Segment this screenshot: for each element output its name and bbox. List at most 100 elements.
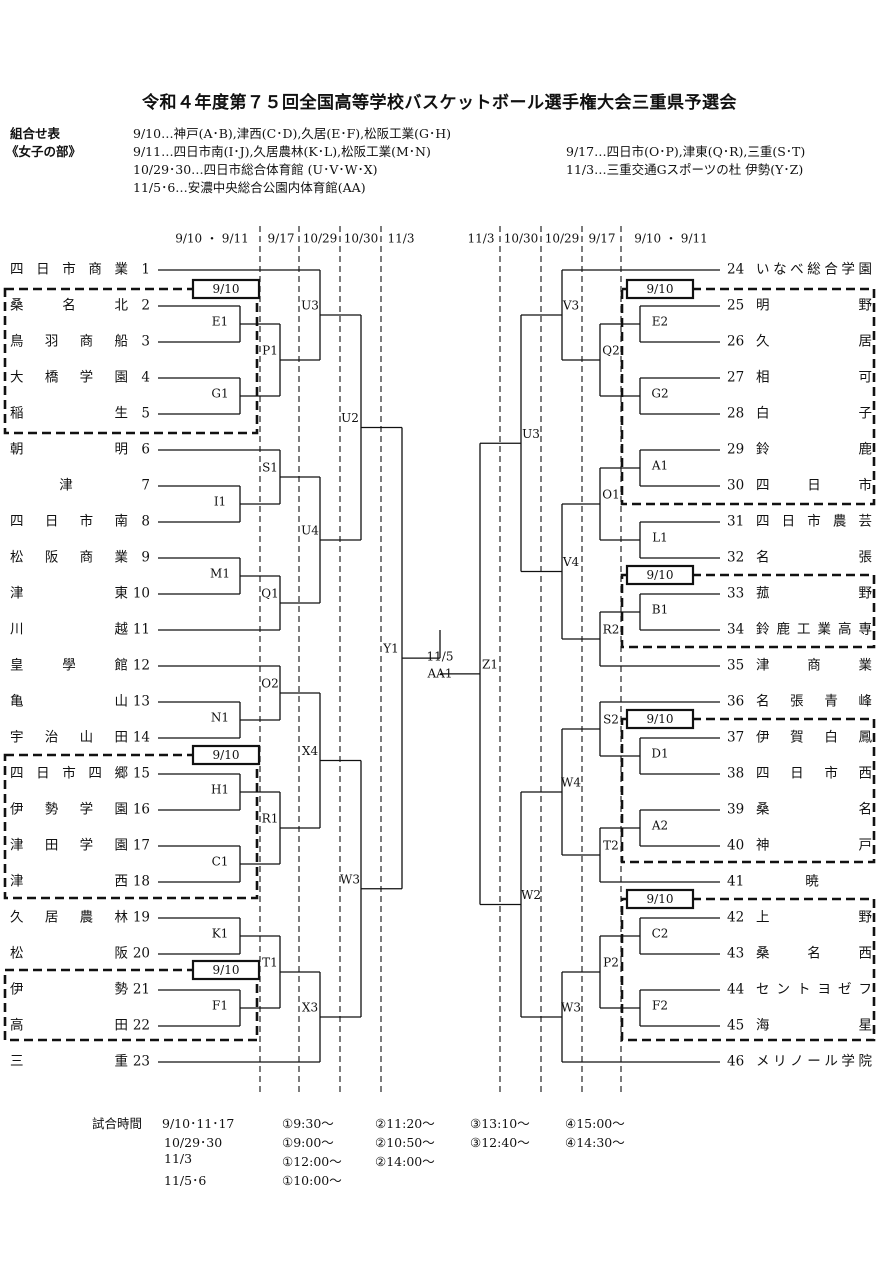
schedule-label: 試合時間 bbox=[92, 1116, 143, 1131]
team-name: 鈴鹿工業高専 bbox=[756, 621, 872, 638]
match-code-label: B1 bbox=[652, 603, 668, 617]
match-code-label: G1 bbox=[211, 387, 228, 401]
team-name: 上野 bbox=[756, 910, 873, 926]
team-name: 朝明 bbox=[10, 442, 128, 458]
team-name: 伊勢学園 bbox=[10, 802, 128, 818]
team-seed-number: 25 bbox=[727, 298, 744, 314]
team-seed-number: 10 bbox=[133, 586, 150, 602]
team-name: 稲生 bbox=[10, 406, 128, 422]
team-name: 鈴鹿 bbox=[756, 441, 872, 458]
venue-group-box bbox=[620, 717, 876, 864]
schedule-date: 10/29･30 bbox=[164, 1135, 223, 1150]
venue-date-tag bbox=[191, 744, 261, 766]
round-date-header: 9/10 ・ 9/11 bbox=[634, 232, 708, 246]
venue-group-box bbox=[620, 573, 876, 649]
team-name: 三重 bbox=[10, 1054, 128, 1070]
venue-date-tag bbox=[625, 564, 695, 586]
team-seed-number: 39 bbox=[727, 802, 744, 818]
round-date-header: 10/29 bbox=[545, 232, 580, 246]
team-name: 相可 bbox=[756, 370, 872, 386]
venue-date-tag-label: 9/10 bbox=[647, 282, 674, 296]
match-code-label: F2 bbox=[652, 999, 668, 1013]
match-code-label: M1 bbox=[210, 567, 230, 581]
team-seed-number: 38 bbox=[727, 766, 744, 782]
match-code-label: H1 bbox=[211, 783, 229, 797]
team-name: 桑名 bbox=[756, 802, 872, 818]
team-seed-number: 7 bbox=[141, 478, 150, 494]
team-name: 桑名西 bbox=[756, 946, 872, 962]
team-seed-number: 17 bbox=[133, 838, 150, 854]
team-name: メリノール学院 bbox=[756, 1054, 873, 1070]
venue-date-tag bbox=[191, 959, 261, 981]
team-name: 高田 bbox=[10, 1017, 128, 1034]
match-code-label: Q1 bbox=[261, 587, 278, 601]
team-seed-number: 5 bbox=[141, 406, 150, 422]
team-name: セントヨゼフ bbox=[756, 982, 872, 998]
team-name: 松阪 bbox=[10, 946, 129, 962]
venue-line: 10/29･30…四日市総合体育館 (U･V･W･X) bbox=[133, 162, 378, 177]
schedule-date: 11/5･6 bbox=[164, 1173, 207, 1188]
bracket-table-label: 組合せ表 bbox=[10, 126, 61, 141]
team-seed-number: 35 bbox=[727, 658, 744, 674]
match-code-label: U2 bbox=[341, 411, 359, 425]
page-title: 令和４年度第７５回全国高等学校バスケットボール選手権大会三重県予選会 bbox=[142, 93, 737, 113]
team-name: 津 bbox=[59, 478, 73, 494]
team-seed-number: 13 bbox=[133, 694, 150, 710]
venue-group-box bbox=[3, 968, 259, 1042]
match-code-label: N1 bbox=[211, 711, 229, 725]
match-code-label: X3 bbox=[302, 1001, 318, 1015]
team-seed-number: 41 bbox=[727, 874, 744, 890]
division-label: 《女子の部》 bbox=[6, 144, 82, 159]
team-name: 四日市四郷 bbox=[10, 765, 129, 782]
team-name: 亀山 bbox=[10, 694, 128, 710]
venue-group-box bbox=[620, 897, 876, 1042]
team-seed-number: 45 bbox=[727, 1018, 744, 1034]
match-code-label: E2 bbox=[652, 315, 668, 329]
schedule-time: ①10:00～ bbox=[282, 1173, 342, 1188]
round-date-header: 9/17 bbox=[589, 232, 616, 246]
team-name: いなべ総合学園 bbox=[756, 262, 872, 278]
team-name: 菰野 bbox=[756, 586, 873, 602]
team-seed-number: 8 bbox=[141, 514, 150, 530]
match-code-label: T2 bbox=[603, 839, 619, 853]
match-code-label: I1 bbox=[214, 495, 226, 509]
team-name: 白子 bbox=[756, 406, 872, 422]
team-seed-number: 33 bbox=[727, 586, 744, 602]
match-code-label: Z1 bbox=[482, 657, 498, 671]
team-name: 伊勢 bbox=[10, 982, 129, 998]
venue-group-box bbox=[3, 287, 259, 435]
team-name: 皇學館 bbox=[10, 658, 128, 674]
match-code-label: K1 bbox=[212, 927, 229, 941]
team-seed-number: 28 bbox=[727, 406, 744, 422]
team-seed-number: 20 bbox=[133, 946, 150, 962]
team-seed-number: 4 bbox=[141, 370, 150, 386]
match-code-label: E1 bbox=[212, 315, 228, 329]
round-date-header: 10/30 bbox=[504, 232, 539, 246]
team-seed-number: 15 bbox=[133, 766, 150, 782]
match-code-label: O1 bbox=[602, 488, 619, 502]
team-name: 津田学園 bbox=[10, 838, 128, 854]
match-code-label: C2 bbox=[652, 927, 669, 941]
round-date-header: 10/29 bbox=[303, 232, 338, 246]
round-date-header: 10/30 bbox=[344, 232, 379, 246]
schedule-time: ②10:50～ bbox=[375, 1135, 435, 1150]
match-code-label: P2 bbox=[603, 956, 619, 970]
match-code-label: V3 bbox=[562, 299, 579, 313]
team-name: 鳥羽商船 bbox=[10, 334, 128, 350]
match-code-label: D1 bbox=[651, 747, 668, 761]
schedule-time: ④14:30～ bbox=[565, 1135, 625, 1150]
team-name: 四日市西 bbox=[756, 765, 872, 782]
schedule-time: ②14:00～ bbox=[375, 1154, 435, 1169]
team-seed-number: 32 bbox=[727, 550, 744, 566]
team-seed-number: 29 bbox=[727, 442, 744, 458]
match-code-label: T1 bbox=[262, 956, 278, 970]
schedule-time: ③13:10～ bbox=[470, 1116, 530, 1131]
team-name: 津西 bbox=[10, 874, 128, 890]
team-name: 津東 bbox=[10, 586, 128, 602]
schedule-time: ②11:20～ bbox=[375, 1116, 435, 1131]
match-code-label: Q2 bbox=[602, 344, 619, 358]
schedule-time: ①12:00～ bbox=[282, 1154, 342, 1169]
venue-date-tag-label: 9/10 bbox=[647, 712, 674, 726]
team-seed-number: 1 bbox=[141, 262, 150, 278]
